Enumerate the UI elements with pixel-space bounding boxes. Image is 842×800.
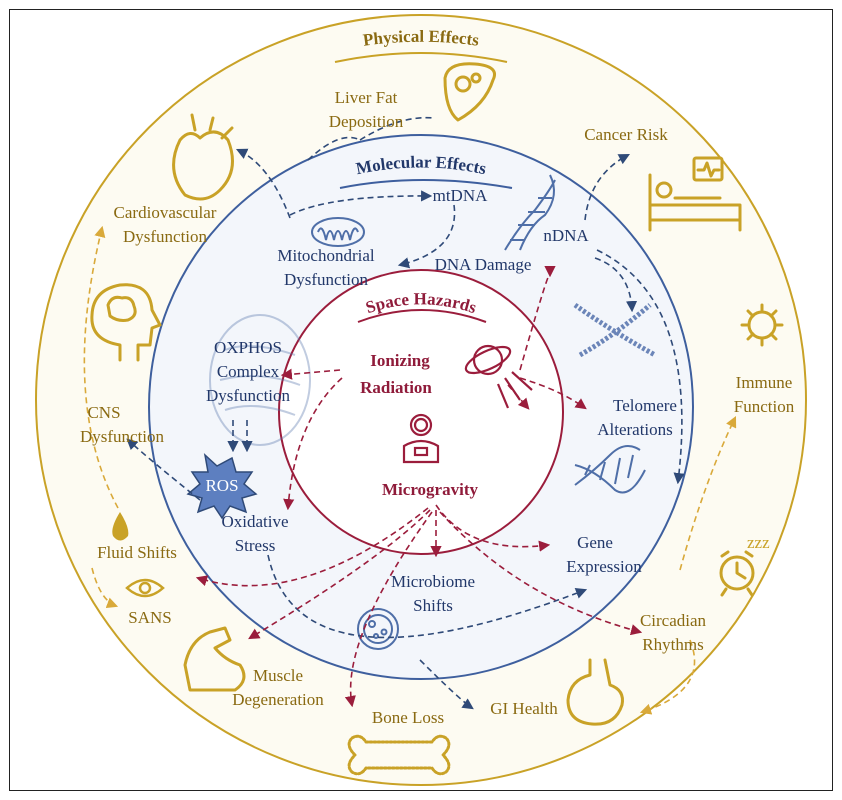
oxphos-label-2: Complex: [217, 362, 280, 381]
liver-fat-label-1: Liver Fat: [335, 88, 398, 107]
microbiome-label-2: Shifts: [413, 596, 453, 615]
sleep-zzz-icon: zzz: [747, 533, 770, 552]
bone-loss-label: Bone Loss: [372, 708, 444, 727]
telomere-label-1: Telomere: [613, 396, 677, 415]
immune-label-2: Function: [734, 397, 795, 416]
ionizing-label-1: Ionizing: [370, 351, 430, 370]
mito-dysfunction-label-1: Mitochondrial: [277, 246, 375, 265]
mito-dysfunction-label-2: Dysfunction: [284, 270, 369, 289]
circadian-label-2: Rhythms: [642, 635, 703, 654]
microgravity-label: Microgravity: [382, 480, 478, 499]
dna-damage-label: DNA Damage: [435, 255, 532, 274]
immune-label-1: Immune: [736, 373, 793, 392]
ros-label: ROS: [205, 476, 238, 495]
ionizing-label-2: Radiation: [360, 378, 432, 397]
mtdna-label: mtDNA: [433, 186, 489, 205]
gi-health-label: GI Health: [490, 699, 558, 718]
gene-expression-label-1: Gene: [577, 533, 613, 552]
liver-fat-label-2: Deposition: [329, 112, 404, 131]
circadian-label-1: Circadian: [640, 611, 707, 630]
cardiovascular-label-1: Cardiovascular: [114, 203, 217, 222]
gene-expression-label-2: Expression: [566, 557, 642, 576]
oxphos-label-1: OXPHOS: [214, 338, 282, 357]
cardiovascular-label-2: Dysfunction: [123, 227, 208, 246]
telomere-label-2: Alterations: [597, 420, 673, 439]
oxidative-stress-label-1: Oxidative: [221, 512, 288, 531]
cns-label-2: Dysfunction: [80, 427, 165, 446]
fluid-shifts-label: Fluid Shifts: [97, 543, 177, 562]
space-hazards-ring: [279, 270, 563, 554]
oxidative-stress-label-2: Stress: [235, 536, 276, 555]
muscle-label-1: Muscle: [253, 666, 303, 685]
sans-label: SANS: [128, 608, 171, 627]
oxphos-label-3: Dysfunction: [206, 386, 291, 405]
cancer-risk-label: Cancer Risk: [584, 125, 668, 144]
muscle-label-2: Degeneration: [232, 690, 324, 709]
microbiome-label-1: Microbiome: [391, 572, 475, 591]
cns-label-1: CNS: [87, 403, 120, 422]
ndna-label: nDNA: [543, 226, 589, 245]
